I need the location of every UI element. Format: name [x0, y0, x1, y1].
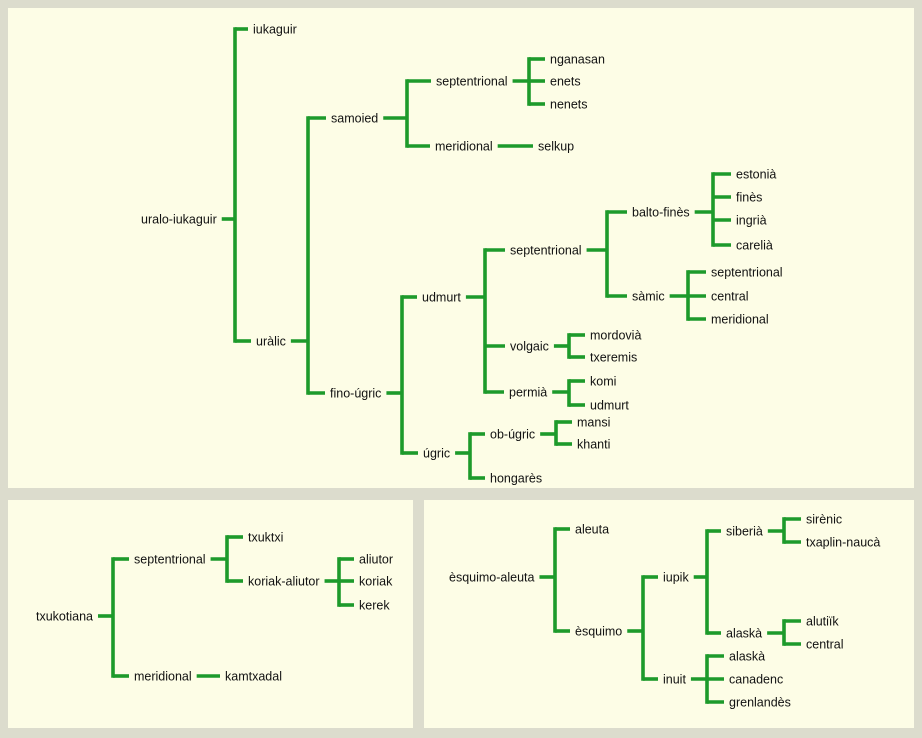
node-label-septentrional: septentrional [510, 243, 582, 257]
node-label-samic: sàmic [632, 289, 665, 303]
node-label-inuit: inuit [663, 672, 686, 686]
node-label-udmurt: udmurt [590, 398, 629, 412]
node-label-udmurt: udmurt [422, 290, 461, 304]
node-label-txaplin-nauca: txaplin-naucà [806, 535, 880, 549]
node-label-canadenc: canadenc [729, 672, 783, 686]
node-label-septentrional: septentrional [134, 552, 206, 566]
node-label-alaska: alaskà [729, 649, 765, 663]
node-label-aleuta: aleuta [575, 522, 609, 536]
node-label-alaska: alaskà [726, 626, 762, 640]
node-label-ingria: ingrià [736, 213, 767, 227]
node-label-mansi: mansi [577, 415, 610, 429]
node-label-carelia: carelià [736, 238, 773, 252]
node-label-samoied: samoied [331, 111, 378, 125]
node-label-kamtxadal: kamtxadal [225, 669, 282, 683]
node-label-enets: enets [550, 74, 581, 88]
node-label-uralic: uràlic [256, 334, 286, 348]
node-label-sirenic: sirènic [806, 512, 842, 526]
node-label-nenets: nenets [550, 97, 588, 111]
node-label-kerek: kerek [359, 598, 390, 612]
node-label-iukaguir: iukaguir [253, 22, 297, 36]
node-label-meridional: meridional [134, 669, 192, 683]
node-label-mordovia: mordovià [590, 328, 641, 342]
node-label-esquimo: èsquimo [575, 624, 622, 638]
node-label-fino-ugric: fino-úgric [330, 386, 381, 400]
node-label-esquimo-aleuta: èsquimo-aleuta [449, 570, 535, 584]
node-label-permia: permià [509, 385, 547, 399]
node-label-txukotiana: txukotiana [36, 609, 93, 623]
node-label-meridional: meridional [711, 312, 769, 326]
panel-esquimo-aleuta [424, 500, 914, 728]
node-label-uralo-iukaguir: uralo-iukaguir [141, 212, 217, 226]
node-label-septentrional: septentrional [711, 265, 783, 279]
node-label-ob-ugric: ob-úgric [490, 427, 535, 441]
node-label-komi: komi [590, 374, 616, 388]
node-label-meridional: meridional [435, 139, 493, 153]
node-label-siberia: siberià [726, 524, 763, 538]
node-label-fines: finès [736, 190, 762, 204]
node-label-grenlandes: grenlandès [729, 695, 791, 709]
node-label-selkup: selkup [538, 139, 574, 153]
node-label-khanti: khanti [577, 437, 610, 451]
node-label-volgaic: volgaic [510, 339, 549, 353]
panel-uralo-iukaguir [8, 8, 914, 488]
node-label-septentrional: septentrional [436, 74, 508, 88]
panel-txukotiana [8, 500, 413, 728]
node-label-iupik: iupik [663, 570, 689, 584]
node-label-balto-fines: balto-finès [632, 205, 690, 219]
node-label-central: central [711, 289, 749, 303]
node-label-central: central [806, 637, 844, 651]
node-label-koriak-aliutor: koriak-aliutor [248, 574, 320, 588]
node-label-txeremis: txeremis [590, 350, 637, 364]
node-label-estonia: estonià [736, 167, 776, 181]
node-label-alutiik: alutiïk [806, 614, 839, 628]
node-label-hongares: hongarès [490, 471, 542, 485]
node-label-aliutor: aliutor [359, 552, 393, 566]
node-label-ugric: úgric [423, 446, 450, 460]
node-label-koriak: koriak [359, 574, 393, 588]
node-label-nganasan: nganasan [550, 52, 605, 66]
node-label-txuktxi: txuktxi [248, 530, 283, 544]
